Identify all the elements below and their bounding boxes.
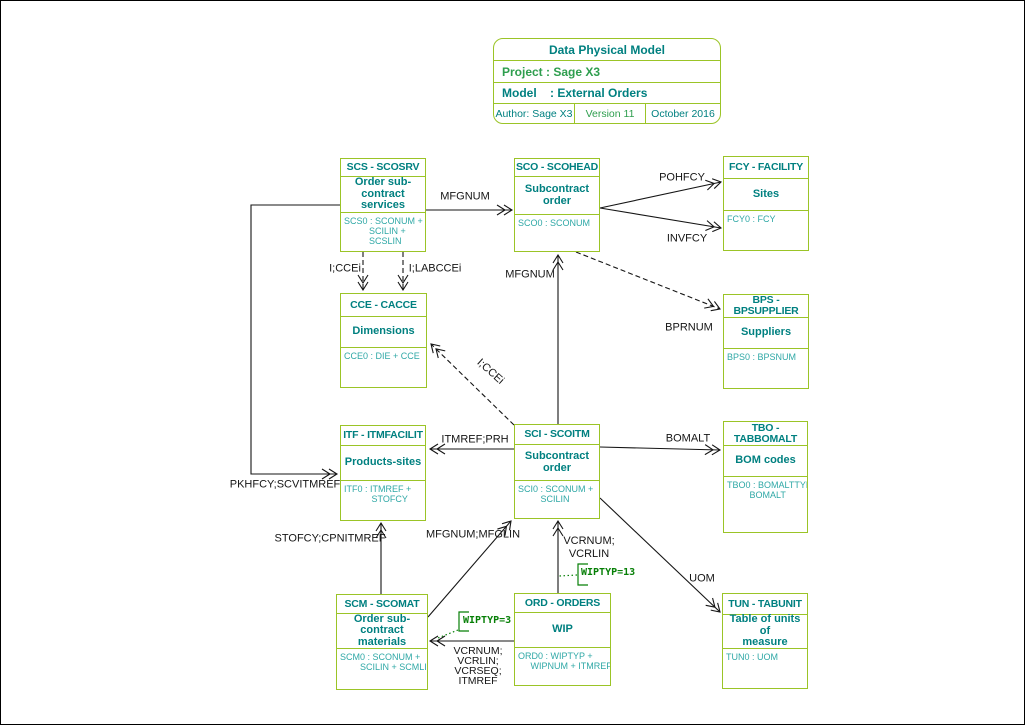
title-block: Data Physical Model Project : Sage X3 Mo… (493, 38, 721, 124)
entity-sci-scoitm: SCI - SCOITM Subcontract order SCI0 : SC… (514, 424, 600, 519)
relation-label-mfgnum-mfglin: MFGNUM;MFGLIN (425, 528, 521, 541)
relation-label-invfcy: INVFCY (666, 232, 708, 245)
version: Version 11 (574, 104, 645, 123)
entity-description: Sites (724, 179, 808, 211)
entity-keys: SCI0 : SCONUM + SCILIN (518, 484, 594, 504)
entity-code: SCM - SCOMAT (337, 595, 427, 614)
relation-sco-fcy-pohfcy (599, 178, 723, 209)
constraint-link-wiptyp13 (558, 574, 578, 577)
relation-sci-tun (599, 497, 721, 613)
entity-keys: TBO0 : BOMALTTYP + BOMALT (727, 480, 807, 500)
entity-bps-bpsupplier: BPS - BPSUPPLIER Suppliers BPS0 : BPSNUM (723, 294, 809, 389)
author: Author: Sage X3 (495, 107, 573, 120)
entity-code: SCI - SCOITM (515, 425, 599, 445)
entity-keys: FCY0 : FCY (727, 214, 776, 224)
entity-ord-orders: ORD - ORDERS WIP ORD0 : WIPTYP + WIPNUM … (514, 593, 611, 686)
entity-description: Products-sites (341, 446, 425, 481)
constraint-link-wiptyp3 (437, 629, 459, 639)
entity-scs-scosrv: SCS - SCOSRV Order sub- contract service… (340, 158, 426, 252)
relation-label-ccei: I;CCEi (329, 262, 361, 275)
diagram-title: Data Physical Model (548, 42, 666, 57)
model-name: Model : External Orders (494, 82, 720, 103)
constraint-label-wiptyp3: WIPTYP=3 (463, 615, 512, 626)
entity-scm-scomat: SCM - SCOMAT Order sub- contract materia… (336, 594, 428, 690)
entity-keys: ITF0 : ITMREF + STOFCY (344, 484, 412, 504)
entity-description: Subcontract order (515, 445, 599, 481)
entity-code: BPS - BPSUPPLIER (724, 295, 808, 318)
entity-code: ORD - ORDERS (515, 594, 610, 613)
relation-label-vcrnum-vcrlin: VCRNUM; VCRLIN (563, 535, 615, 560)
entity-description: Order sub- contract services (341, 177, 425, 213)
entity-keys: CCE0 : DIE + CCE (344, 351, 420, 361)
relation-scm-sci (427, 520, 512, 618)
entity-description: Subcontract order (515, 177, 599, 215)
date: October 2016 (645, 104, 720, 123)
relation-label-pohfcy: POHFCY (659, 171, 705, 184)
entity-keys: TUN0 : UOM (726, 652, 779, 662)
relation-label-mfgnum-mid: MFGNUM (505, 268, 555, 281)
relation-sci-cce (430, 343, 515, 426)
entity-fcy-facility: FCY - FACILITY Sites FCY0 : FCY (723, 156, 809, 251)
relation-label-vcrnum-full: VCRNUM; VCRLIN; VCRSEQ; ITMREF (453, 645, 503, 687)
entity-code: SCS - SCOSRV (341, 159, 425, 177)
entity-keys: SCO0 : SCONUM (518, 218, 591, 228)
constraint-label-wiptyp13: WIPTYP=13 (581, 567, 636, 578)
entity-cce-cacce: CCE - CACCE Dimensions CCE0 : DIE + CCE (340, 293, 427, 388)
relation-label-itmref-prh: ITMREF;PRH (441, 433, 509, 446)
entity-code: TBO - TABBOMALT (724, 422, 807, 446)
entity-code: FCY - FACILITY (724, 157, 808, 179)
relation-label-mfgnum: MFGNUM (440, 190, 490, 203)
entity-description: Suppliers (724, 318, 808, 349)
constraint-bracket-wiptyp3 (458, 611, 469, 632)
entity-sco-scohead: SCO - SCOHEAD Subcontract order SCO0 : S… (514, 158, 600, 252)
entity-description: Dimensions (341, 317, 426, 348)
relation-label-labccei: I;LABCCEi (408, 262, 462, 275)
constraint-bracket-wiptyp13 (577, 563, 588, 586)
relation-sci-tbo (599, 444, 722, 456)
entity-description: WIP (515, 613, 610, 648)
relation-sco-bps (575, 251, 721, 312)
entity-code: ITF - ITMFACILIT (341, 426, 425, 446)
entity-tun-tabunit: TUN - TABUNIT Table of units of measure … (722, 593, 808, 689)
entity-itf-itmfacilit: ITF - ITMFACILIT Products-sites ITF0 : I… (340, 425, 426, 521)
relation-label-stofcy-cpnitmref: STOFCY;CPNITMREF (274, 532, 386, 545)
entity-code: SCO - SCOHEAD (515, 159, 599, 177)
entity-keys: SCS0 : SCONUM + SCILIN + SCSLIN (344, 216, 423, 246)
relation-label-uom: UOM (689, 572, 715, 585)
relation-label-pkhfcy-scvitmref: PKHFCY;SCVITMREF (229, 478, 341, 491)
relation-label-bprnum: BPRNUM (665, 321, 713, 334)
entity-description: Table of units of measure (723, 614, 807, 649)
entity-keys: BPS0 : BPSNUM (727, 352, 797, 362)
relation-scs-itf (250, 204, 340, 480)
entity-code: TUN - TABUNIT (723, 594, 807, 615)
entity-keys: SCM0 : SCONUM + SCILIN + SCMLIN (340, 652, 427, 672)
relation-label-bomalt: BOMALT (665, 432, 711, 445)
title-meta-row: Author: Sage X3 Version 11 October 2016 (494, 103, 720, 123)
entity-description: BOM codes (724, 446, 807, 477)
project-name: Project : Sage X3 (494, 60, 720, 82)
entity-tbo-tabbomalt: TBO - TABBOMALT BOM codes TBO0 : BOMALTT… (723, 421, 808, 533)
entity-description: Order sub- contract materials (337, 613, 427, 649)
entity-keys: ORD0 : WIPTYP + WIPNUM + ITMREF (518, 651, 610, 671)
relation-sco-fcy-invfcy (599, 207, 723, 233)
entity-code: CCE - CACCE (341, 294, 426, 317)
